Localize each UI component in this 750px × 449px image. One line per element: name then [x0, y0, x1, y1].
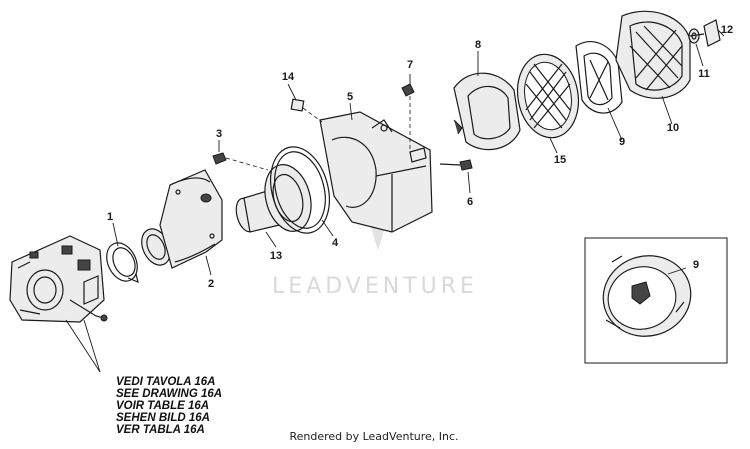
callout-6: 6	[467, 196, 473, 208]
reference-note-fr: VOIR TABLE 16A	[116, 400, 209, 412]
callout-12: 12	[721, 24, 733, 36]
throttle-body-assembly	[9, 235, 108, 323]
reference-note-es: VER TABLA 16A	[116, 424, 205, 436]
part-13-intake-tube	[235, 164, 312, 233]
callout-14: 14	[282, 71, 295, 83]
part-10-filter-cover	[615, 10, 691, 99]
part-15-mesh-screen	[516, 53, 580, 139]
reference-note-it: VEDI TAVOLA 16A	[116, 376, 215, 388]
callout-10: 10	[667, 122, 679, 134]
part-6-screw	[439, 159, 473, 171]
part-4-gasket-ring	[270, 146, 330, 234]
part-8-frame	[453, 72, 521, 151]
part-12-wing-nut	[689, 19, 721, 47]
part-1-hose-clamp	[106, 242, 139, 283]
callout-labels: 1 2 3 4 5 6 7 8 9 10 11 12 13 14 15	[107, 24, 733, 290]
callout-11: 11	[698, 68, 710, 80]
part-3-screw	[212, 152, 269, 171]
part-9-filter-ring	[575, 41, 623, 114]
callout-9: 9	[619, 136, 625, 148]
callout-7: 7	[407, 59, 413, 71]
footer-credit: Rendered by LeadVenture, Inc.	[289, 430, 458, 443]
part-5-air-box-housing	[319, 96, 433, 233]
callout-1: 1	[107, 211, 113, 223]
part-2-air-duct-adapter	[141, 169, 223, 269]
leader-lines	[65, 29, 725, 373]
inset-detail-box: 9	[584, 237, 728, 364]
part-7-screw	[401, 74, 415, 97]
inset-callout-9: 9	[693, 259, 699, 271]
callout-5: 5	[347, 91, 353, 103]
part-14-clip	[290, 98, 323, 123]
callout-2: 2	[208, 278, 214, 290]
reference-notes: VEDI TAVOLA 16A SEE DRAWING 16A VOIR TAB…	[116, 376, 222, 436]
callout-4: 4	[332, 237, 339, 249]
callout-3: 3	[216, 128, 222, 140]
callout-8: 8	[475, 39, 481, 51]
reference-note-de: SEHEN BILD 16A	[116, 412, 210, 424]
callout-15: 15	[554, 154, 566, 166]
reference-note-en: SEE DRAWING 16A	[116, 388, 222, 400]
callout-13: 13	[270, 250, 282, 262]
watermark-text: LEADVENTURE	[272, 274, 478, 299]
